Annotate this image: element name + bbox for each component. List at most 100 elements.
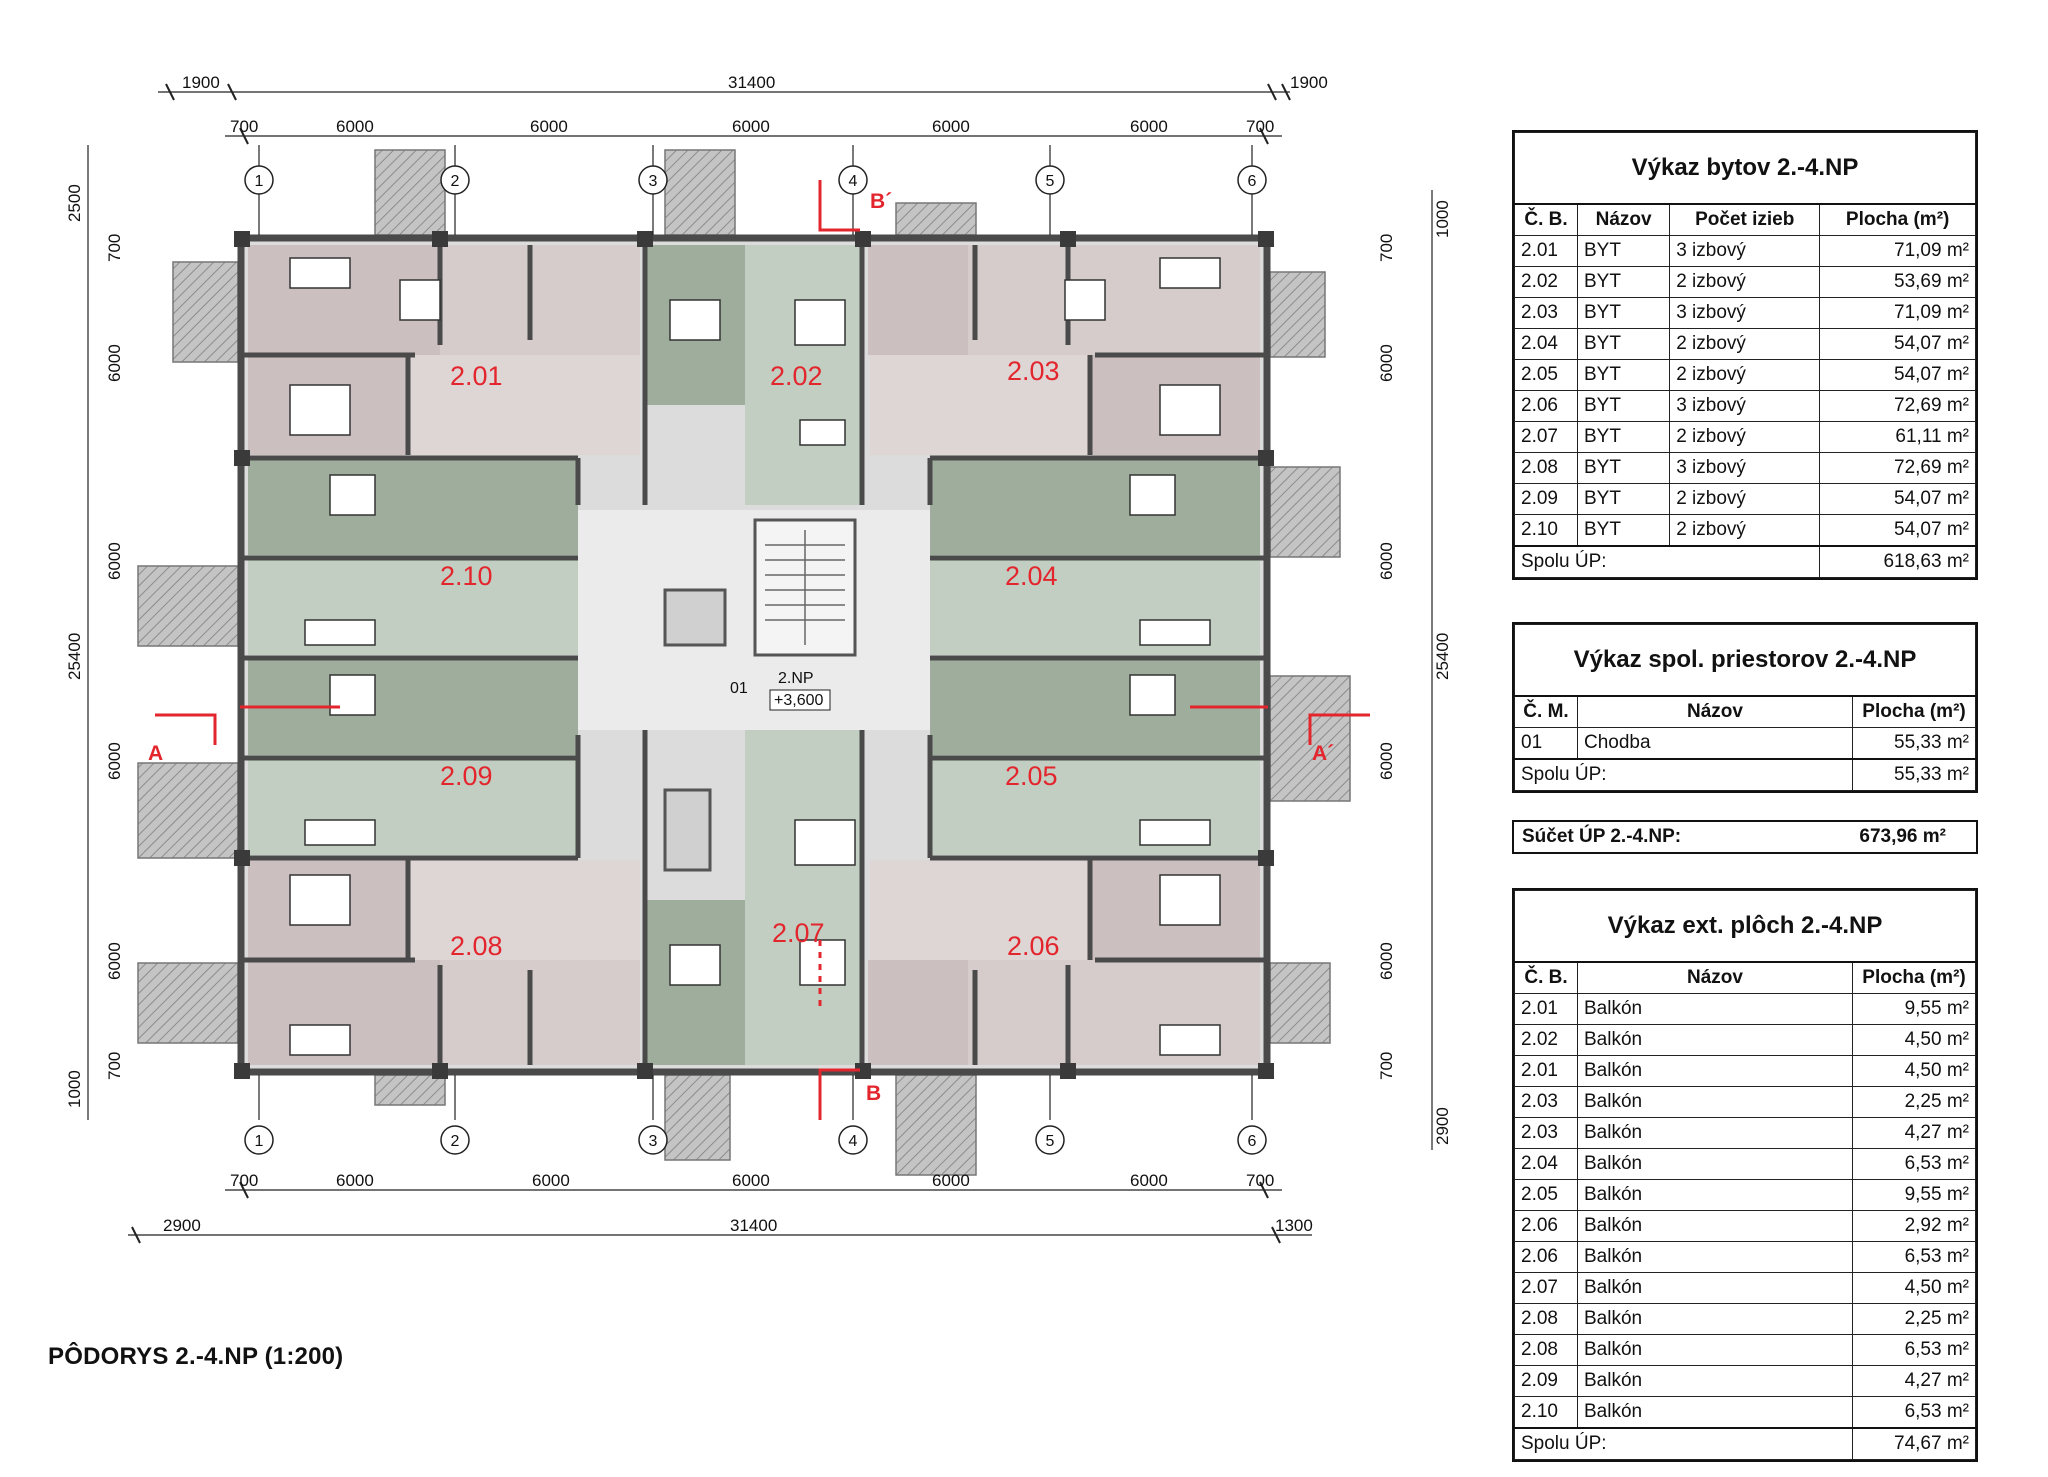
col-header: Počet izieb — [1669, 203, 1821, 236]
dim-top-inner: 6000 — [932, 117, 970, 136]
cell: 54,07 m² — [1819, 483, 1976, 515]
dim-bottom-inner: 6000 — [532, 1171, 570, 1190]
core-label: 01 2.NP +3,600 — [730, 670, 831, 711]
units-table-header: Č. B. Názov Počet izieb Plocha (m²) — [1514, 203, 1976, 236]
ext-table-header: Č. B. Názov Plocha (m²) — [1514, 961, 1976, 994]
cell: 71,09 m² — [1819, 297, 1976, 329]
cell: 54,07 m² — [1819, 359, 1976, 391]
grid-axes — [244, 165, 1267, 1155]
dim-top-outer: 1900 — [1290, 73, 1328, 92]
apartment-labels: 2.01 2.02 2.03 2.04 2.05 2.06 2.07 2.08 … — [440, 356, 1060, 961]
dim-right: 700 — [1377, 1052, 1396, 1080]
balcony — [137, 565, 239, 647]
cell: 2 izbový — [1669, 359, 1821, 391]
dim-top-outer: 1900 — [182, 73, 220, 92]
dim-right: 6000 — [1377, 542, 1396, 580]
apartment-label: 2.04 — [1005, 561, 1058, 591]
apartment-label: 2.10 — [440, 561, 493, 591]
sum-label: Spolu ÚP: — [1513, 545, 1821, 578]
cell: BYT — [1576, 452, 1671, 484]
table-sum-row: Spolu ÚP: 618,63 m² — [1513, 545, 1976, 578]
cell: 3 izbový — [1669, 297, 1821, 329]
cell: 3 izbový — [1669, 452, 1821, 484]
balcony — [374, 1074, 446, 1106]
dim-left: 25400 — [65, 633, 84, 680]
section-label-b-prime: B´ — [870, 190, 892, 213]
dim-top-outer: 31400 — [728, 73, 775, 92]
cell: 2.10 — [1514, 514, 1578, 547]
cell: 2.06 — [1514, 1241, 1578, 1273]
cell: 2.10 — [1514, 1396, 1578, 1429]
apartment-label: 2.05 — [1005, 761, 1058, 791]
cell: 2.02 — [1514, 1024, 1578, 1056]
section-labels: A A´ B B´ — [148, 190, 1334, 1105]
table-sum-row: Spolu ÚP: 55,33 m² — [1514, 758, 1976, 791]
axis-label: 4 — [849, 173, 858, 190]
cell: 4,27 m² — [1852, 1365, 1976, 1397]
cell: Balkón — [1577, 1055, 1853, 1087]
apartment-label: 2.08 — [450, 931, 503, 961]
cell: 9,55 m² — [1852, 993, 1976, 1025]
col-header: Plocha (m²) — [1819, 203, 1976, 236]
core-corridor — [578, 510, 930, 872]
sum-value: 618,63 m² — [1819, 545, 1976, 578]
apartment-label: 2.06 — [1007, 931, 1060, 961]
apartment-label: 2.02 — [770, 361, 823, 391]
cell: Balkón — [1577, 993, 1853, 1025]
cell: BYT — [1576, 328, 1671, 360]
cell: 61,11 m² — [1819, 421, 1976, 453]
cell: 2 izbový — [1669, 514, 1821, 547]
dim-bottom-inner: 6000 — [1130, 1171, 1168, 1190]
cell: 6,53 m² — [1852, 1334, 1976, 1366]
axis-label: 1 — [255, 1133, 264, 1150]
axis-label: 5 — [1046, 173, 1055, 190]
dim-bottom-inner: 700 — [230, 1171, 258, 1190]
core-level: +3,600 — [774, 692, 823, 709]
section-label-a-prime: A´ — [1312, 742, 1334, 765]
col-header: Názov — [1577, 695, 1853, 728]
dim-top-inner: 6000 — [732, 117, 770, 136]
dim-bottom-inner: 6000 — [932, 1171, 970, 1190]
cell: 2 izbový — [1669, 328, 1821, 360]
dim-left: 700 — [105, 234, 124, 262]
cell: 3 izbový — [1669, 235, 1821, 267]
apartment-label: 2.01 — [450, 361, 503, 391]
exterior-areas-table: Výkaz ext. plôch 2.-4.NP Č. B. Názov Plo… — [1512, 888, 1978, 1462]
drawing-title: PÔDORYS 2.-4.NP (1:200) — [48, 1343, 344, 1370]
cell: Balkón — [1577, 1210, 1853, 1242]
cell: 6,53 m² — [1852, 1396, 1976, 1429]
units-table: Výkaz bytov 2.-4.NP Č. B. Názov Počet iz… — [1512, 130, 1978, 580]
cell: Chodba — [1577, 727, 1853, 760]
cell: Balkón — [1577, 1086, 1853, 1118]
table-sum-row: Spolu ÚP: 74,67 m² — [1514, 1427, 1976, 1460]
cell: 2.01 — [1514, 1055, 1578, 1087]
dim-bottom-outer: 31400 — [730, 1216, 777, 1235]
cell: BYT — [1576, 390, 1671, 422]
section-cuts — [155, 180, 1370, 1120]
axis-label: 5 — [1046, 1133, 1055, 1150]
core-level-box — [769, 689, 831, 711]
common-table-header: Č. M. Názov Plocha (m²) — [1514, 695, 1976, 728]
cell: 53,69 m² — [1819, 266, 1976, 298]
cell: Balkón — [1577, 1148, 1853, 1180]
apartment-label: 2.09 — [440, 761, 493, 791]
cell: BYT — [1576, 421, 1671, 453]
cell: 71,09 m² — [1819, 235, 1976, 267]
sum-label: Spolu ÚP: — [1514, 1427, 1853, 1460]
col-header: Č. M. — [1514, 695, 1578, 728]
cell: Balkón — [1577, 1024, 1853, 1056]
common-spaces-table: Výkaz spol. priestorov 2.-4.NP Č. M. Náz… — [1512, 622, 1978, 793]
cell: Balkón — [1577, 1272, 1853, 1304]
sum-value: 74,67 m² — [1852, 1427, 1976, 1460]
